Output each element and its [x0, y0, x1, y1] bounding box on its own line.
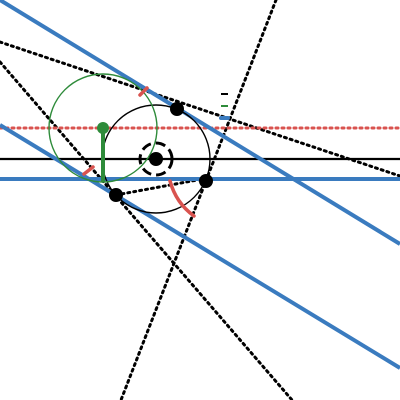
dotted-line-upper-diagonal	[0, 40, 400, 178]
point-top	[170, 102, 184, 116]
red-arc-left	[82, 165, 95, 176]
center-marker-ring	[138, 141, 174, 177]
point-right	[199, 174, 213, 188]
blue-line-lower	[0, 123, 400, 370]
green-center-point	[97, 122, 109, 134]
dotted-line-left-diagonal	[0, 60, 294, 400]
dotted-line-steep	[119, 0, 278, 400]
red-arc-lower	[168, 179, 196, 218]
blue-line-upper	[0, 0, 400, 246]
center-point	[149, 152, 163, 166]
red-arc-upper	[138, 86, 149, 97]
point-bottom-left	[109, 188, 123, 202]
legend-swatch-icon	[219, 93, 230, 120]
